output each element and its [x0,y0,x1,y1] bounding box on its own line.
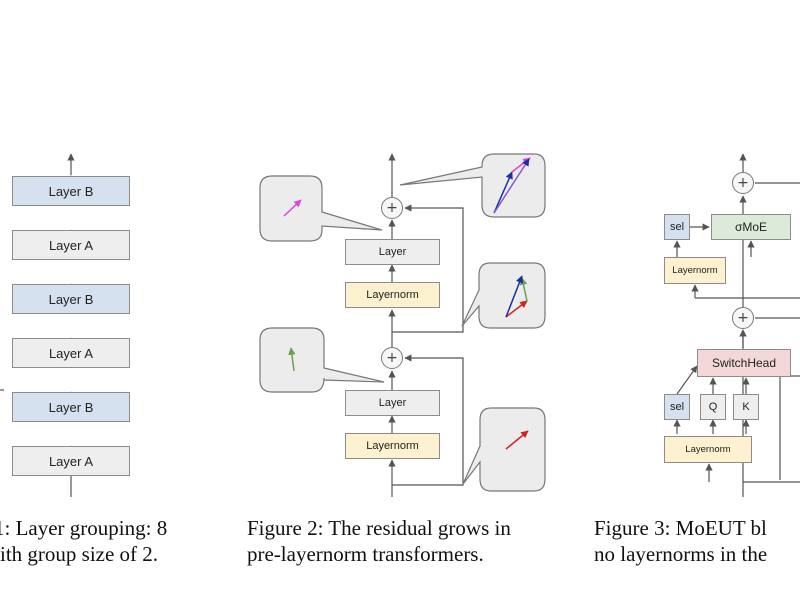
vector-blue-arrow [505,275,524,318]
fig3-switchhead: SwitchHead [697,349,791,377]
figure2-caption-line1: Figure 2: The residual grows in [247,516,511,540]
fig1-layer-a-bottom: Layer A [12,446,130,476]
fig3-q: Q [700,394,726,420]
figure1-caption-line1: 1: Layer grouping: 8 [0,516,168,540]
fig3-sel-bottom: sel [664,394,690,420]
fig3-layernorm-top: Layernorm [664,257,726,284]
figure2-caption-line2: pre-layernorm transformers. [247,542,484,566]
fig2-layernorm-lower: Layernorm [345,433,440,459]
fig3-residual-add-top: + [732,172,754,194]
fig3-residual-add-bottom: + [732,307,754,329]
fig3-layernorm-bottom: Layernorm [664,436,752,463]
fig1-layer-b: Layer B [12,284,130,314]
fig3-k: K [733,394,759,420]
vector-blue-arrow-2 [493,171,513,214]
vector-magenta-arrow [283,199,302,217]
figure3-caption-line2: no layernorms in the [594,542,768,566]
vector-purple-arrow [493,158,530,214]
fig1-layer-b-top: Layer B [12,176,130,206]
figure1-caption-line2: ith group size of 2. [0,542,159,566]
fig1-layer-b: Layer B [12,392,130,422]
vector-red-arrow-2 [505,300,528,318]
figure2-vectors [283,157,531,450]
fig2-residual-add-bottom: + [381,347,403,369]
figure2-connectors [388,153,464,497]
fig3-sel-top: sel [664,214,690,240]
fig2-residual-add-top: + [381,197,403,219]
fig3-sigma-moe: σMoE [711,214,791,240]
fig1-layer-a: Layer A [12,230,130,260]
fig2-layernorm-upper: Layernorm [345,282,440,308]
fig2-layer-upper: Layer [345,239,440,265]
vector-green-arrow [288,347,296,372]
vector-red-arrow [505,430,529,450]
fig2-layer-lower: Layer [345,390,440,416]
fig1-layer-a: Layer A [12,338,130,368]
figure3-caption-line1: Figure 3: MoEUT bl [594,516,767,540]
